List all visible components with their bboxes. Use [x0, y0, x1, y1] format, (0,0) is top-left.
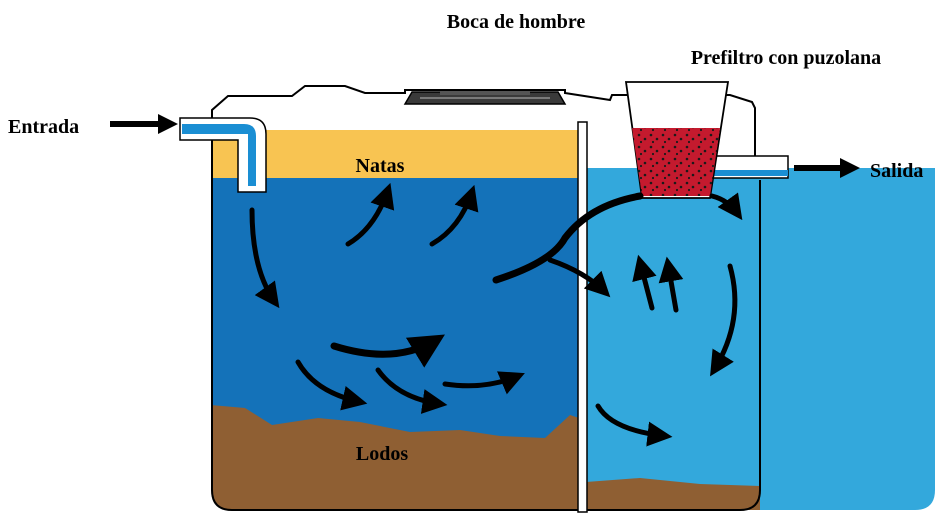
manhole-label: Boca de hombre — [447, 11, 586, 33]
flow-arrow — [295, 359, 368, 411]
tank-outline — [211, 130, 761, 511]
flow-arrow — [658, 256, 684, 313]
flow-arrow — [345, 182, 395, 247]
manhole-cap — [403, 91, 567, 105]
flow-arrow — [330, 334, 445, 368]
sludge-label: Lodos — [356, 443, 408, 465]
flow-arrow — [492, 192, 644, 284]
prefilter — [624, 81, 730, 199]
outlet-pipe — [711, 155, 789, 179]
flow-arrow — [429, 184, 479, 247]
sludge-layer — [212, 405, 585, 510]
flow-arrow — [632, 254, 657, 311]
tank-lid-outline — [211, 85, 756, 490]
flow-arrow — [547, 257, 611, 298]
second-chamber-sludge — [586, 478, 760, 510]
prefilter-label: Prefiltro con puzolana — [691, 47, 881, 69]
outlet-arrow — [794, 158, 860, 178]
flow-arrows — [249, 182, 743, 447]
flow-arrow — [595, 403, 673, 447]
inlet-label: Entrada — [8, 116, 79, 138]
flow-arrow — [249, 207, 280, 309]
flow-arrow — [375, 367, 448, 414]
second-chamber-water — [586, 168, 935, 510]
flow-arrow — [442, 371, 525, 395]
outlet-label: Salida — [870, 160, 923, 182]
inlet-arrow — [110, 114, 178, 134]
scum-label: Natas — [356, 155, 405, 177]
partition-wall — [577, 121, 588, 513]
inlet-pipe — [179, 117, 267, 193]
scum-layer — [212, 130, 580, 178]
flow-arrow — [709, 192, 743, 221]
puzolana-media — [632, 128, 720, 196]
flow-arrow — [710, 263, 738, 377]
